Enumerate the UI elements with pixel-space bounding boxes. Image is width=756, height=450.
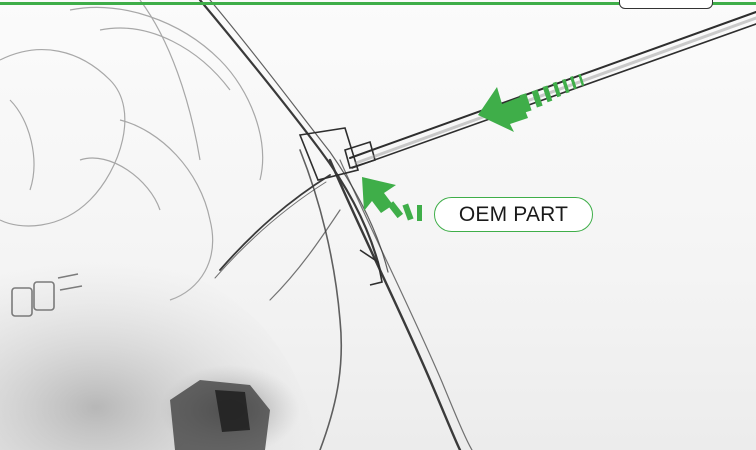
callout-label: OEM PART [459,203,568,227]
oem-part-callout: OEM PART [434,197,593,232]
